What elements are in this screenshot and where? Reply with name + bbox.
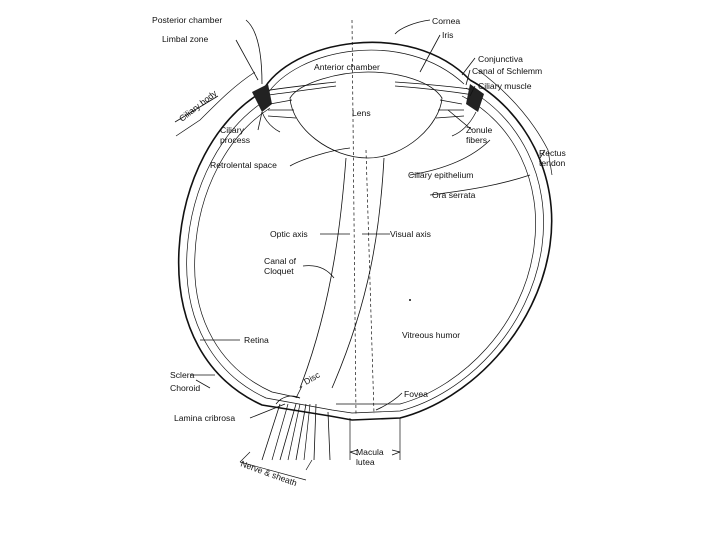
label-visual-axis: Visual axis	[390, 229, 431, 239]
label-cornea: Cornea	[432, 16, 460, 26]
optic-nerve	[261, 395, 331, 461]
label-retrolental-space: Retrolental space	[210, 160, 277, 170]
macula-markers	[239, 418, 401, 481]
label-anterior-chamber: Anterior chamber	[314, 62, 380, 72]
retina-layer	[194, 95, 536, 405]
eyeball-walls	[177, 79, 553, 421]
ciliary-body-left	[252, 84, 272, 112]
label-lens: Lens	[352, 108, 371, 118]
axes	[299, 19, 385, 417]
leader-lines	[174, 19, 546, 419]
label-ora-serrata: Ora serrata	[432, 190, 476, 200]
labels: Posterior chamber Limbal zone Ciliary bo…	[152, 15, 566, 488]
label-fovea: Fovea	[404, 389, 428, 399]
label-lamina-cribrosa: Lamina cribrosa	[174, 413, 235, 423]
lens-shape	[267, 71, 465, 159]
label-ciliary-body: Ciliary body	[177, 88, 219, 124]
label-choroid: Choroid	[170, 383, 200, 393]
optic-axis-line	[351, 19, 357, 417]
choroid-layer	[186, 87, 544, 414]
label-iris: Iris	[442, 30, 453, 40]
visual-axis-line	[365, 149, 375, 415]
label-optic-axis: Optic axis	[270, 229, 308, 239]
label-nerve-sheath: Nerve & sheath	[239, 458, 298, 488]
label-posterior-chamber: Posterior chamber	[152, 15, 222, 25]
label-ciliary-muscle: Ciliary muscle	[478, 81, 532, 91]
label-disc: Disc	[302, 369, 322, 386]
label-canal-of-schlemm: Canal of Schlemm	[472, 66, 542, 76]
label-retina: Retina	[244, 335, 269, 345]
cornea-shape	[175, 41, 553, 176]
label-vitreous-humor: Vitreous humor	[402, 330, 460, 340]
label-conjunctiva: Conjunctiva	[478, 54, 523, 64]
label-ciliary-epithelium: Ciliary epithelium	[408, 170, 473, 180]
iris-and-ciliary	[252, 81, 484, 137]
label-limbal-zone: Limbal zone	[162, 34, 209, 44]
sclera-outer	[177, 79, 553, 421]
ciliary-body-right	[466, 84, 484, 112]
canal-of-cloquet	[299, 157, 385, 389]
label-sclera: Sclera	[170, 370, 195, 380]
